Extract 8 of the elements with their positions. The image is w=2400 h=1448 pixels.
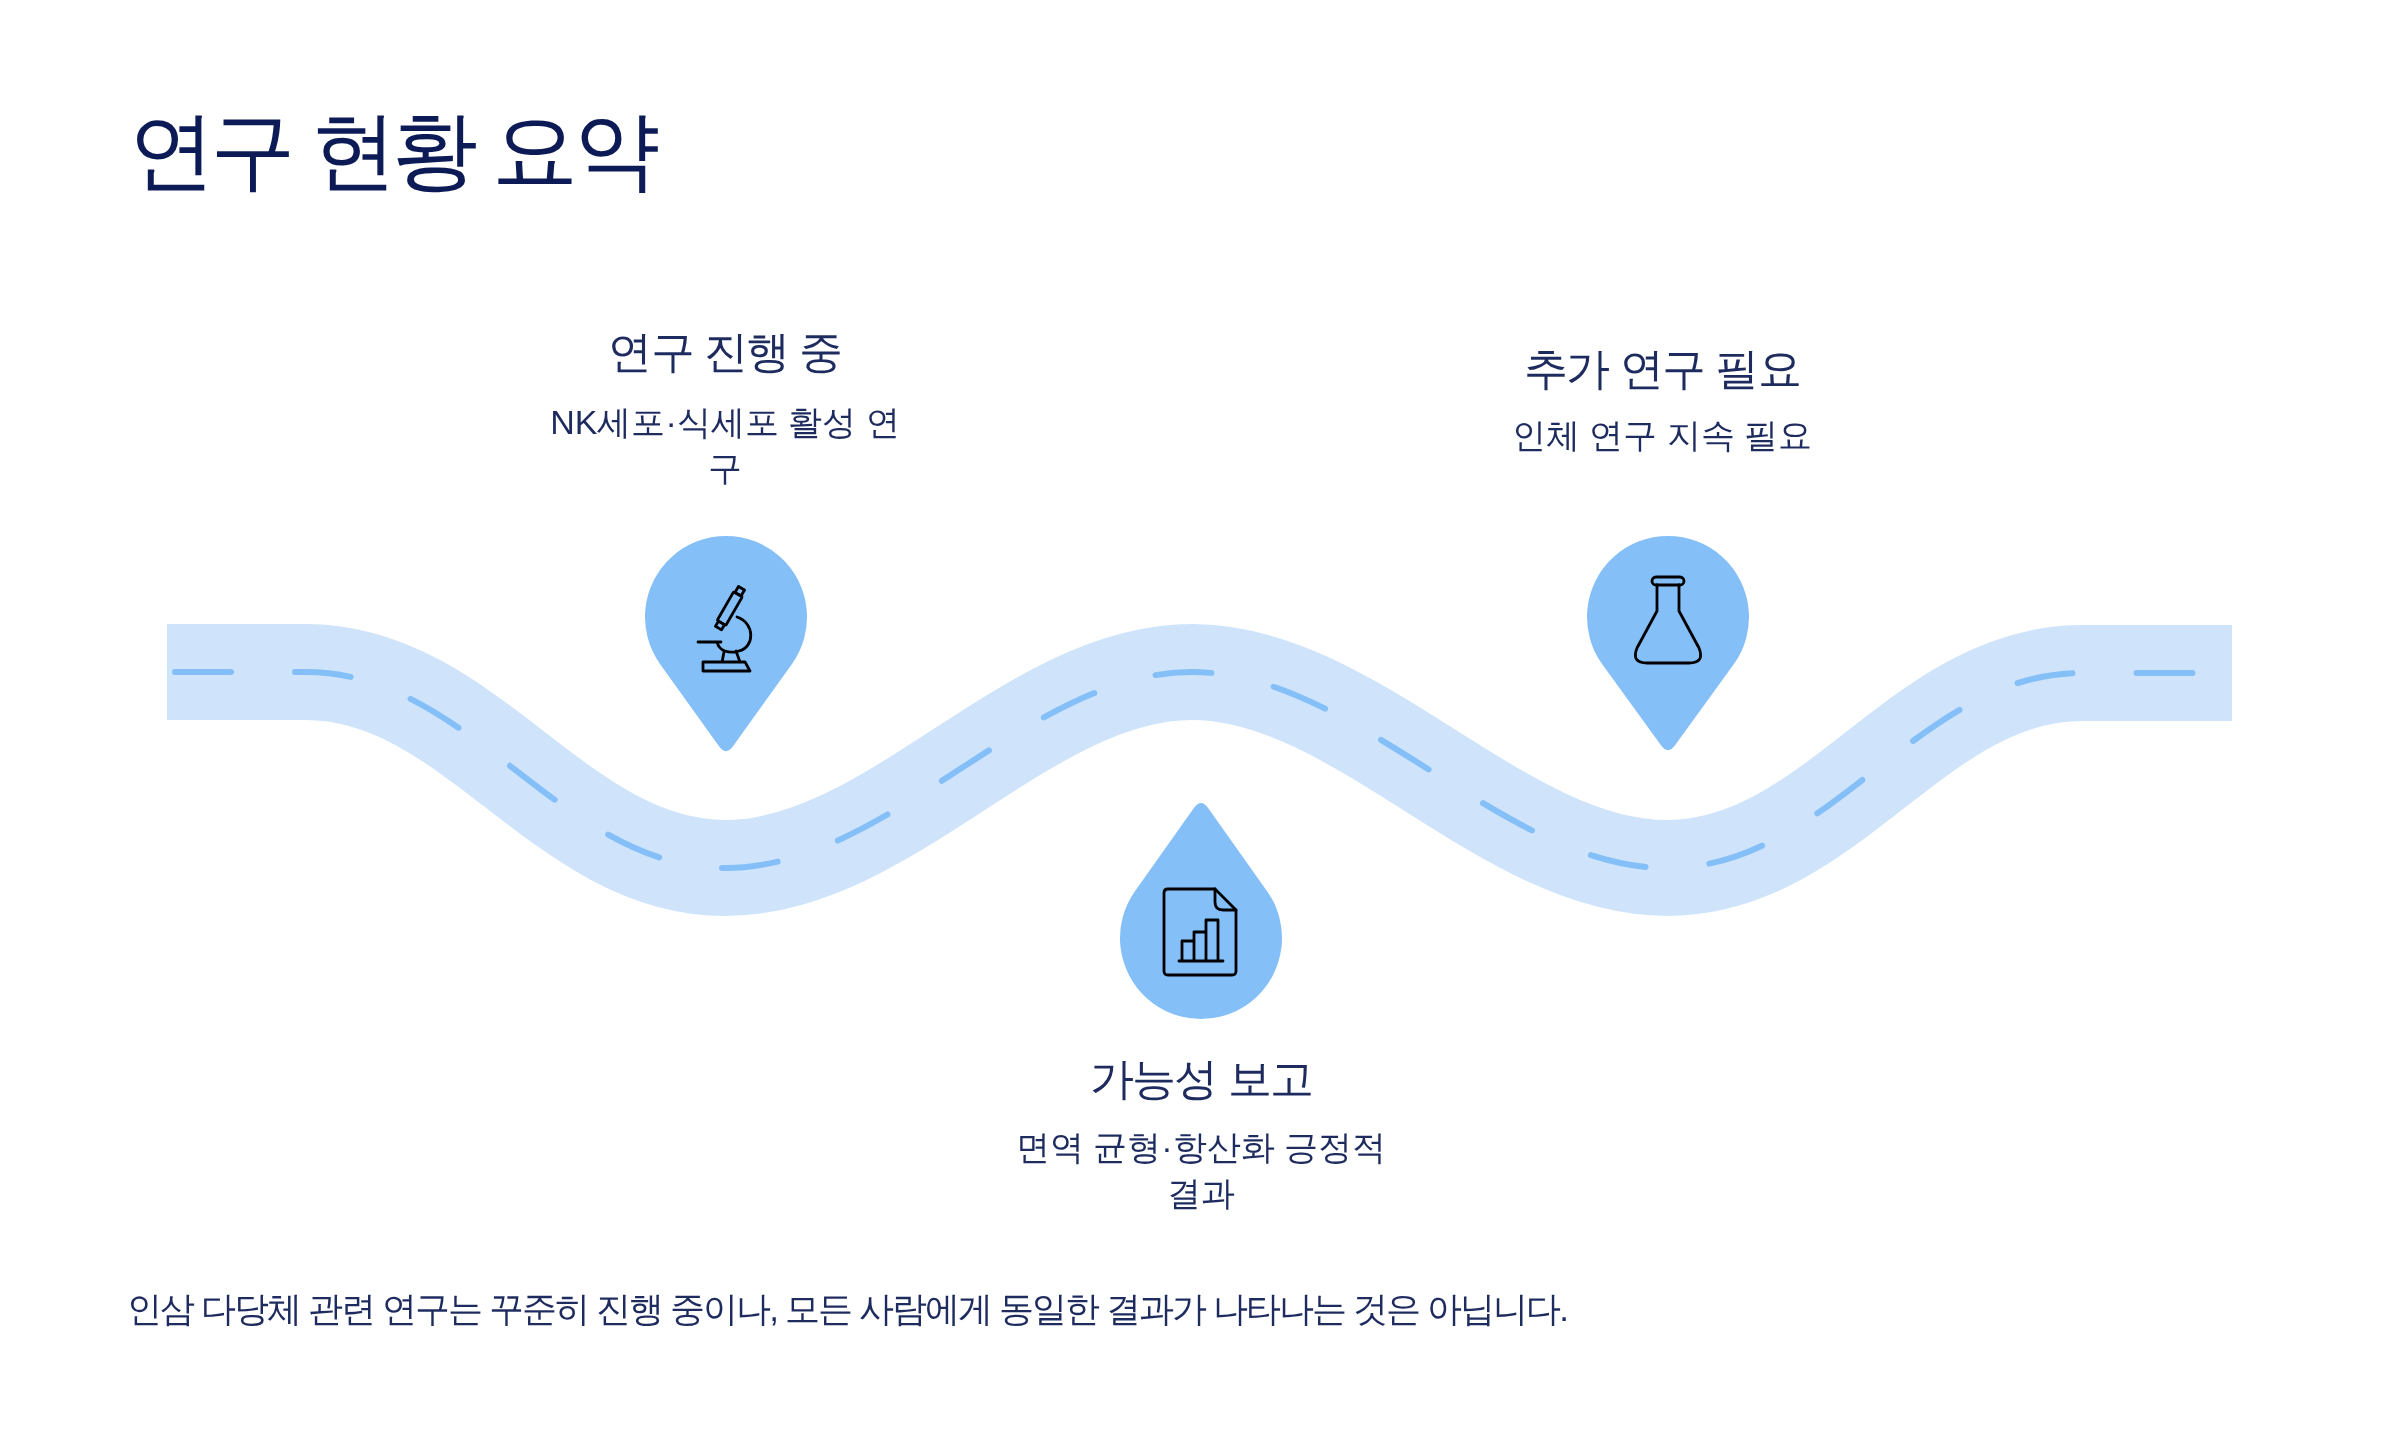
step-title: 연구 진행 중 [608, 326, 842, 378]
step-title: 가능성 보고 [1089, 1053, 1313, 1105]
step-description: 면역 균형·항산화 긍정적 결과 [1014, 1127, 1388, 1214]
step-description: 인체 연구 지속 필요 [1511, 415, 1813, 456]
step-title: 추가 연구 필요 [1523, 343, 1801, 395]
title: 연구 현황 요약 [129, 101, 655, 200]
note-text: 인삼 다당체 관련 연구는 꾸준히 진행 중이나, 모든 사람에게 동일한 결과가 나타나는 것은 아닙니다. [127, 1288, 1567, 1330]
step-description: NK세포·식세포 활성 연구 [549, 402, 901, 489]
